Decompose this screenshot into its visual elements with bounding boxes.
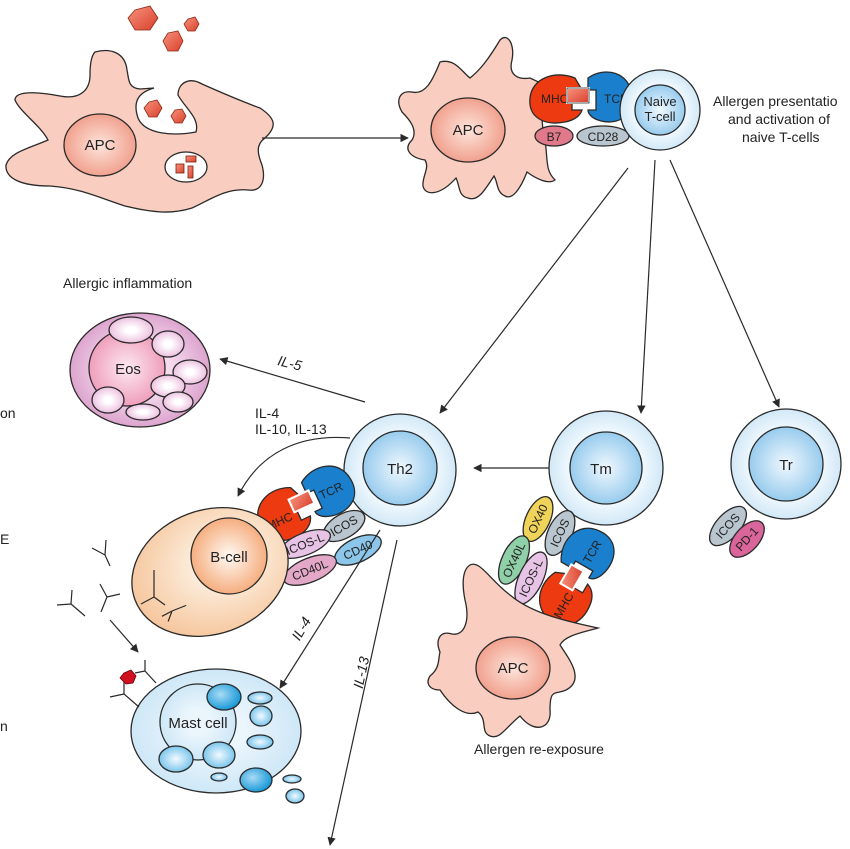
arrow-il5 (219, 357, 366, 403)
arrow-th2-to-bcell (237, 436, 351, 497)
il4-label-top: IL-4 (255, 405, 279, 421)
apc-label: APC (85, 137, 116, 154)
cutoff-text-2: E (0, 531, 9, 547)
granule (247, 691, 273, 705)
immune-synapse-tm: OX40 ICOS OX40L ICOS-L MHC TCR (497, 496, 615, 626)
peptide-fragment (185, 155, 197, 163)
arrow-naive-to-th2 (439, 167, 629, 414)
mhc-molecule (529, 74, 584, 124)
pd1-molecule (729, 520, 765, 558)
apc-label: APC (453, 122, 484, 139)
apc-membrane (5, 49, 274, 213)
endosome (164, 151, 208, 183)
released-granule (285, 788, 305, 804)
cd28-label: CD28 (588, 130, 619, 144)
granule (108, 316, 154, 344)
granule (151, 330, 185, 358)
antibody-icon (56, 589, 86, 617)
apc-reexposure-cell: APC (427, 563, 601, 738)
presentation-caption-3: naive T-cells (742, 129, 820, 145)
granule (158, 745, 194, 773)
granule (91, 386, 125, 414)
mhc-label: MHC (541, 92, 569, 106)
allergic-inflammation-label: Allergic inflammation (63, 275, 192, 291)
allergen-particles (127, 5, 200, 124)
granule (202, 741, 236, 769)
bcell-nucleus (190, 517, 268, 595)
granule (162, 391, 194, 413)
allergen-peptide (566, 87, 590, 104)
allergen-icon (127, 5, 159, 31)
apc-uptake-cell: APC (5, 49, 274, 213)
allergen-icon (143, 99, 163, 118)
il5-label: IL-5 (276, 352, 303, 373)
apc-nucleus (430, 97, 506, 163)
apc-nucleus (63, 113, 137, 177)
arrow-naive-to-tm (637, 159, 656, 414)
allergen-icon (162, 30, 184, 52)
apc-label: APC (498, 660, 529, 677)
granule (239, 767, 273, 793)
granule (206, 683, 242, 711)
granule (210, 772, 228, 782)
granule (249, 705, 273, 727)
granule (172, 359, 208, 385)
immune-synapse-top: MHC TCR B7 CD28 (529, 71, 633, 147)
bound-ige (109, 660, 157, 708)
il10-il13-label: IL-10, IL-13 (255, 421, 327, 437)
tm-label: Tm (590, 461, 612, 478)
apc-presenting-cell: APC (398, 36, 557, 200)
b7-label: B7 (547, 130, 562, 144)
presentation-caption-2: and activation of (728, 111, 830, 127)
arrow-il13 (327, 539, 398, 846)
released-granule (282, 774, 302, 784)
allergen-peptide (287, 489, 316, 514)
eosinophil: Eos (69, 312, 211, 428)
peptide-fragment (187, 165, 194, 179)
th2-label: Th2 (387, 461, 413, 478)
apc-nucleus (475, 636, 551, 700)
antibody-icon (99, 583, 121, 613)
allergen-icon (170, 108, 187, 124)
il4-label: IL-4 (288, 614, 314, 643)
antibody-icon (91, 539, 111, 567)
bcell-label: B-cell (210, 549, 248, 566)
peptide-fragment (175, 163, 185, 174)
immune-synapse-bcell: MHC TCR ICOS ICOS-L CD40 CD40L (257, 465, 382, 586)
eos-label: Eos (115, 361, 141, 378)
il13-label: IL-13 (350, 655, 372, 690)
re-exposure-label: Allergen re-exposure (474, 741, 604, 757)
arrow-il4-to-mast (279, 529, 381, 689)
regulatory-t-cell: Tr ICOS PD-1 (708, 408, 842, 558)
arrow-naive-to-tr (669, 159, 780, 408)
granule (246, 734, 274, 750)
naive-label-2: T-cell (644, 109, 675, 124)
allergen-peptide (558, 562, 585, 592)
b7-molecule (534, 125, 574, 147)
cutoff-text-1: on (0, 405, 16, 421)
memory-t-cell: Tm (548, 410, 664, 526)
tcr-molecule (560, 527, 615, 580)
presentation-caption-1: Allergen presentatio (713, 93, 838, 109)
tr-label: Tr (779, 457, 793, 474)
th2-cell: Th2 (343, 413, 457, 527)
cutoff-text-3: n (0, 718, 8, 734)
naive-t-cell: Naive T-cell (619, 69, 701, 151)
mast-cell: Mast cell (109, 660, 305, 804)
mast-label: Mast cell (168, 715, 227, 732)
mhc-molecule (538, 571, 593, 626)
granule (125, 403, 161, 421)
tcr-molecule (300, 465, 356, 518)
allergen-icon (183, 16, 200, 32)
arrow-ige-to-mast (109, 619, 139, 653)
allergen-icon (119, 669, 137, 685)
b-cell: B-cell (131, 506, 289, 638)
antibody-icon (140, 570, 187, 622)
naive-label-1: Naive (643, 94, 676, 109)
ige-antibodies (56, 539, 121, 617)
